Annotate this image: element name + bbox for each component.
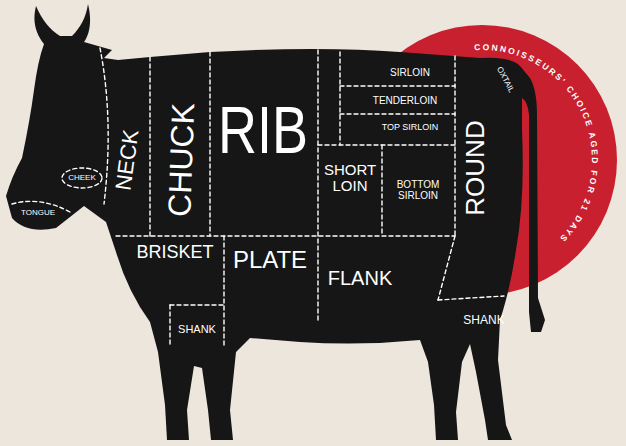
cut-line	[62, 168, 102, 188]
cut-line	[318, 144, 455, 145]
cut-line	[116, 235, 455, 236]
cut-label: SHANK	[178, 324, 216, 336]
badge-text-arc	[474, 50, 592, 239]
cut-line	[149, 57, 150, 236]
cut-label: ROUND	[462, 120, 489, 215]
cut-line	[169, 305, 170, 345]
cut-label: SHANK	[463, 314, 504, 327]
cut-line	[317, 50, 318, 320]
cut-line	[340, 113, 455, 114]
cut-label: SIRLOIN	[390, 68, 430, 79]
cut-line	[339, 52, 340, 145]
cut-label: BOTTOM SIRLOIN	[391, 180, 445, 201]
cut-line	[438, 296, 504, 300]
cut-label: FLANK	[328, 268, 392, 289]
cut-label: TOP SIRLOIN	[382, 123, 439, 132]
badge-text-path: CONNOISSEURS' CHOICE AGED FOR 21 DAYS	[474, 42, 600, 245]
cut-line	[209, 52, 210, 236]
cut-line	[340, 85, 455, 86]
badge-text: CONNOISSEURS' CHOICE AGED FOR 21 DAYS	[474, 42, 600, 245]
cut-label: CHUCK	[163, 103, 201, 218]
cow-silhouette	[6, 4, 545, 440]
cut-label: BRISKET	[136, 243, 213, 262]
cut-line	[170, 304, 224, 305]
cut-line	[454, 56, 455, 236]
cut-line	[223, 236, 224, 345]
cut-label: RIB	[218, 95, 308, 166]
cut-label: PLATE	[233, 247, 307, 272]
cut-label: TENDERLOIN	[373, 96, 437, 107]
cut-line	[381, 145, 382, 236]
cut-line	[438, 236, 455, 300]
cut-lines	[12, 48, 504, 345]
cut-label: SHORT LOIN	[318, 162, 382, 194]
cut-label: TONGUE	[21, 209, 55, 217]
cut-label: CHEEK	[68, 174, 96, 182]
